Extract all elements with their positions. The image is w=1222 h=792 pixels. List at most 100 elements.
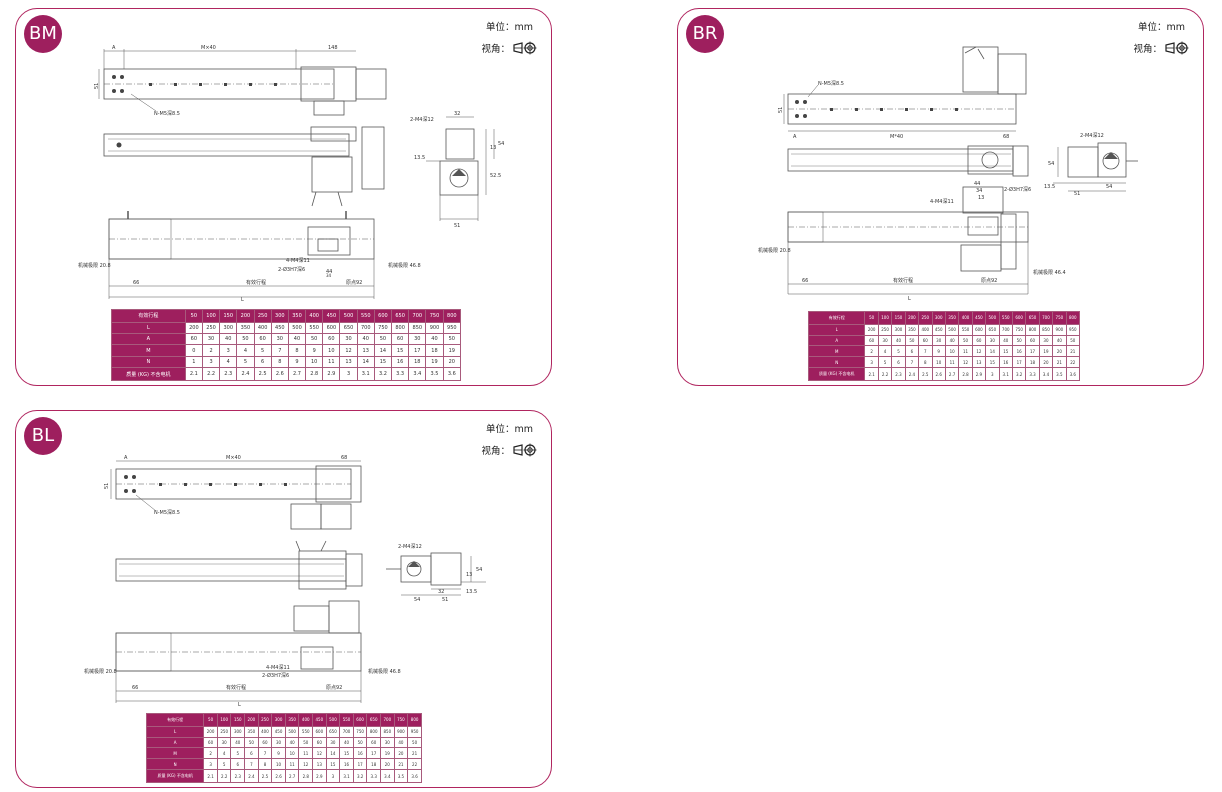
svg-text:13: 13 — [978, 195, 984, 201]
svg-text:2-Ø3H7深6: 2-Ø3H7深6 — [278, 266, 305, 273]
svg-text:13.5: 13.5 — [1044, 184, 1055, 190]
table-cell: 800 — [366, 725, 382, 738]
table-cell: 30 — [325, 736, 341, 749]
bottom-view: 66 有效行程 原点92 L 机械极限 20.8 机械极限 46.8 4-M4深… — [84, 600, 401, 708]
table-cell: 30 — [270, 333, 289, 346]
svg-text:L: L — [241, 297, 244, 303]
svg-text:机械极限 46.4: 机械极限 46.4 — [1033, 269, 1066, 276]
drawing-br: N-M5深8.5 51 A M*40 68 2-M4深12 54 — [758, 46, 1138, 302]
table-cell: 10 — [931, 356, 946, 369]
table-cell: 10 — [271, 758, 286, 771]
model-badge: BL — [24, 417, 62, 455]
table-cell: 350 — [904, 323, 920, 336]
table-cell: 6 — [891, 356, 906, 369]
table-row-label: N — [807, 356, 866, 369]
end-view: 2-M4深12 54 13.5 51 54 — [1044, 132, 1138, 197]
table-row-label: 质量 (KG) 不含电机 — [111, 367, 186, 381]
table-cell: 40 — [219, 333, 238, 346]
table-cell: 950 — [1065, 323, 1081, 336]
table-cell: 400 — [253, 321, 272, 335]
table-cell: 9 — [305, 344, 324, 357]
table-cell: 19 — [1038, 345, 1054, 358]
table-cell: 40 — [1052, 334, 1067, 347]
table-cell: 22 — [1065, 356, 1081, 369]
table-cell: 2.5 — [918, 367, 933, 381]
table-cell: 18 — [1025, 356, 1040, 369]
table-cell: 850 — [380, 725, 395, 738]
svg-text:148: 148 — [328, 45, 338, 51]
table-cell: 650 — [325, 725, 341, 738]
table-header-cell: 700 — [1038, 311, 1054, 325]
table-cell: 40 — [944, 334, 960, 347]
table-cell: 2.8 — [298, 769, 314, 783]
table-cell: 30 — [271, 736, 286, 749]
table-cell: 2.4 — [244, 769, 259, 783]
table-cell: 800 — [1025, 323, 1040, 336]
table-cell: 12 — [339, 344, 358, 357]
table-cell: 30 — [216, 736, 232, 749]
table-cell: 13 — [356, 344, 375, 357]
svg-text:34: 34 — [976, 188, 982, 194]
table-cell: 3.4 — [1038, 367, 1054, 381]
table-header-cell: 700 — [380, 713, 395, 727]
table-cell: 5 — [253, 344, 272, 357]
table-cell: 2.1 — [203, 769, 218, 783]
table-cell: 19 — [380, 747, 395, 760]
model-badge: BM — [24, 15, 62, 53]
unit-label: 单位：mm — [485, 22, 533, 33]
table-cell: 650 — [339, 321, 358, 335]
table-cell: 30 — [931, 334, 946, 347]
table-row-label: L — [807, 323, 866, 336]
table-cell: 12 — [312, 747, 327, 760]
table-cell: 3.1 — [339, 769, 354, 783]
svg-text:M×40: M×40 — [201, 45, 216, 51]
svg-text:51: 51 — [454, 223, 460, 229]
table-header-cell: 750 — [1052, 311, 1067, 325]
table-cell: 3.6 — [442, 367, 462, 381]
table-header-cell: 有效行程 — [807, 311, 866, 325]
table-cell: 2.3 — [219, 367, 238, 381]
table-cell: 2.7 — [284, 769, 300, 783]
svg-text:2-M4深12: 2-M4深12 — [410, 116, 434, 123]
svg-text:4-M4深11: 4-M4深11 — [286, 257, 310, 264]
table-cell: 7 — [904, 356, 920, 369]
table-header-cell: 800 — [407, 713, 422, 727]
svg-text:L: L — [238, 702, 241, 708]
table-cell: 60 — [1025, 334, 1040, 347]
table-cell: 3.5 — [1052, 367, 1067, 381]
table-cell: 3.3 — [1025, 367, 1040, 381]
table-cell: 50 — [442, 333, 462, 346]
table-cell: 6 — [904, 345, 920, 358]
view-label-text: 视角： — [481, 44, 510, 55]
table-header-cell: 150 — [230, 713, 246, 727]
table-header-cell: 有效行程 — [145, 713, 205, 727]
table-cell: 50 — [958, 334, 973, 347]
top-view: N-M5深8.5 51 A M*40 68 — [778, 46, 1027, 140]
svg-text:L: L — [908, 296, 911, 302]
table-row-label: A — [111, 333, 186, 346]
drawing-bl: A M×40 68 N-M5深8.5 51 — [84, 455, 486, 708]
table-cell: 750 — [352, 725, 368, 738]
table-header-cell: 50 — [203, 713, 218, 727]
table-cell: 30 — [201, 333, 221, 346]
table-cell: 40 — [998, 334, 1013, 347]
table-cell: 17 — [1025, 345, 1040, 358]
table-cell: 2.8 — [305, 367, 324, 381]
table-row-label: A — [807, 334, 866, 347]
table-cell: 450 — [270, 321, 289, 335]
table-cell: 500 — [287, 321, 307, 335]
svg-text:51: 51 — [1074, 191, 1080, 197]
table-cell: 3 — [339, 367, 358, 381]
table-header-cell: 550 — [339, 713, 354, 727]
table-header-cell: 600 — [373, 309, 393, 323]
